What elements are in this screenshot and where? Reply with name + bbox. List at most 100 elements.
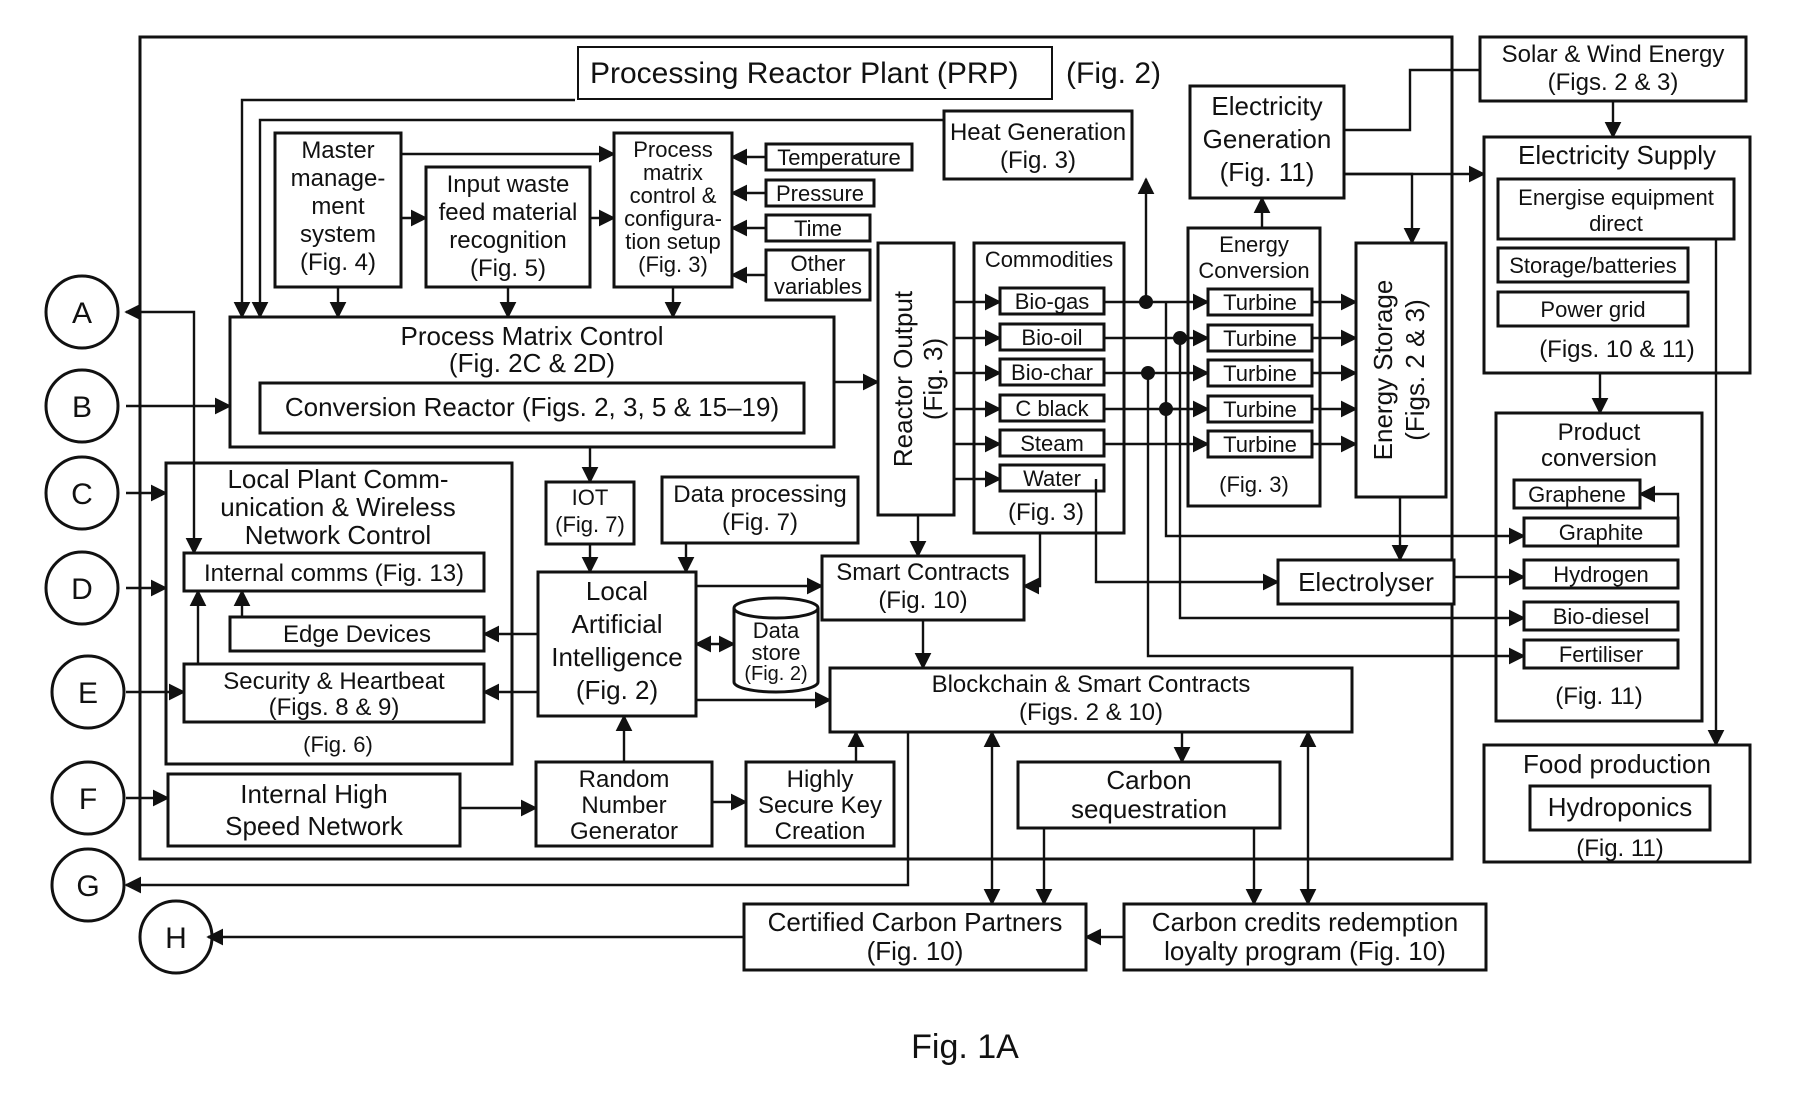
product-item: Graphite <box>1524 518 1678 546</box>
svg-text:(Fig. 3): (Fig. 3) <box>1219 472 1289 497</box>
svg-text:Blockchain & Smart Contracts: Blockchain & Smart Contracts <box>932 671 1251 698</box>
svg-text:Energy: Energy <box>1219 232 1289 257</box>
turbine-label: Turbine <box>1223 326 1297 351</box>
connector-label: H <box>165 922 187 955</box>
product-item: Bio-diesel <box>1524 602 1678 630</box>
product-item: Fertiliser <box>1524 640 1678 668</box>
process-matrix-setup-box: Process matrix control & configura- tion… <box>614 133 732 287</box>
svg-text:system: system <box>300 221 376 248</box>
svg-text:Heat Generation: Heat Generation <box>950 119 1126 146</box>
certified-carbon-partners-box: Certified Carbon Partners (Fig. 10) <box>744 904 1086 970</box>
electricity-generation-box: Electricity Generation (Fig. 11) <box>1190 86 1344 198</box>
connector-label: A <box>72 297 92 330</box>
svg-text:Energise equipment: Energise equipment <box>1518 185 1714 210</box>
connector-d: D <box>46 552 118 624</box>
svg-text:sequestration: sequestration <box>1071 794 1227 824</box>
commodity-item: Water <box>1000 465 1104 491</box>
svg-text:(Fig. 3): (Fig. 3) <box>638 252 708 277</box>
svg-text:(Fig. 2C & 2D): (Fig. 2C & 2D) <box>449 348 615 378</box>
svg-text:store: store <box>752 640 801 665</box>
svg-text:Time: Time <box>794 216 842 241</box>
internal-network-box: Internal High Speed Network <box>168 774 460 846</box>
svg-text:loyalty program (Fig. 10): loyalty program (Fig. 10) <box>1164 936 1446 966</box>
figure-caption: Fig. 1A <box>911 1028 1019 1066</box>
svg-text:Local Plant Comm-: Local Plant Comm- <box>227 464 448 494</box>
random-number-generator-box: Random Number Generator <box>536 762 712 846</box>
commodities-fig: (Fig. 3) <box>1008 499 1084 526</box>
variable-other: Other variables <box>766 250 870 300</box>
product-item: Graphene <box>1514 480 1640 508</box>
svg-text:Random: Random <box>579 766 670 793</box>
svg-text:(Figs. 2 & 3): (Figs. 2 & 3) <box>1400 299 1430 441</box>
connector-label: D <box>71 573 93 606</box>
svg-text:Process: Process <box>633 137 712 162</box>
commodity-label: Bio-char <box>1011 360 1093 385</box>
carbon-sequestration-box: Carbon sequestration <box>1018 762 1280 828</box>
reactor-output-box: Reactor Output (Fig. 3) <box>878 243 954 515</box>
svg-text:Data processing: Data processing <box>673 481 846 508</box>
prp-title-text: Processing Reactor Plant (PRP) <box>590 57 1019 90</box>
blockchain-box: Blockchain & Smart Contracts (Figs. 2 & … <box>830 668 1352 732</box>
svg-text:(Fig. 7): (Fig. 7) <box>555 512 625 537</box>
variable-pressure: Pressure <box>766 180 874 206</box>
svg-text:manage-: manage- <box>291 165 386 192</box>
svg-text:IOT: IOT <box>572 485 609 510</box>
connector-b: B <box>46 370 118 442</box>
product-label: Bio-diesel <box>1553 604 1650 629</box>
variable-time: Time <box>766 215 870 241</box>
svg-text:matrix: matrix <box>643 160 703 185</box>
food-production-box: Food production Hydroponics (Fig. 11) <box>1484 745 1750 862</box>
svg-text:(Fig. 11): (Fig. 11) <box>1576 835 1664 862</box>
svg-text:Hydroponics: Hydroponics <box>1548 792 1693 822</box>
svg-text:(Figs. 8 & 9): (Figs. 8 & 9) <box>269 694 400 721</box>
carbon-credits-box: Carbon credits redemption loyalty progra… <box>1124 904 1486 970</box>
svg-text:Highly: Highly <box>787 766 854 793</box>
svg-text:Network Control: Network Control <box>245 520 431 550</box>
data-processing-box: Data processing (Fig. 7) <box>662 477 858 543</box>
svg-text:tion setup: tion setup <box>625 229 720 254</box>
iot-box: IOT (Fig. 7) <box>546 482 634 544</box>
internal-comms: Internal comms (Fig. 13) <box>204 560 464 587</box>
svg-text:Storage/batteries: Storage/batteries <box>1509 253 1677 278</box>
connector-h: H <box>140 901 212 973</box>
commodity-label: C black <box>1015 396 1089 421</box>
product-label: Graphene <box>1528 482 1626 507</box>
svg-text:(Fig. 10): (Fig. 10) <box>878 587 967 614</box>
input-waste-box: Input waste feed material recognition (F… <box>426 167 590 287</box>
commodity-label: Water <box>1023 466 1081 491</box>
svg-text:Energy Storage: Energy Storage <box>1368 280 1398 461</box>
svg-text:Commodities: Commodities <box>985 247 1113 272</box>
commodity-item: Bio-gas <box>1000 288 1104 314</box>
prp-title: Processing Reactor Plant (PRP) (Fig. 2) <box>578 47 1161 99</box>
svg-text:Electrolyser: Electrolyser <box>1298 567 1434 597</box>
connector-e: E <box>52 656 124 728</box>
svg-text:Power grid: Power grid <box>1540 297 1645 322</box>
smart-contracts-box: Smart Contracts (Fig. 10) <box>822 556 1024 620</box>
svg-text:Carbon: Carbon <box>1106 765 1191 795</box>
svg-text:Creation: Creation <box>775 818 866 845</box>
svg-text:Pressure: Pressure <box>776 181 864 206</box>
commodity-item: Bio-oil <box>1000 324 1104 350</box>
conversion-reactor: Conversion Reactor (Figs. 2, 3, 5 & 15–1… <box>285 392 779 422</box>
connector-label: C <box>71 478 93 511</box>
turbine-label: Turbine <box>1223 361 1297 386</box>
electricity-supply-box: Electricity Supply Energise equipment di… <box>1484 137 1750 373</box>
svg-text:Security & Heartbeat: Security & Heartbeat <box>223 668 445 695</box>
svg-text:Reactor Output: Reactor Output <box>888 290 918 467</box>
turbine-label: Turbine <box>1223 432 1297 457</box>
svg-text:Generator: Generator <box>570 818 678 845</box>
svg-text:(Fig. 6): (Fig. 6) <box>303 732 373 757</box>
svg-text:recognition: recognition <box>449 227 566 254</box>
connector-a: A <box>46 276 118 348</box>
svg-text:Carbon credits redemption: Carbon credits redemption <box>1152 907 1458 937</box>
commodity-label: Bio-gas <box>1015 289 1090 314</box>
product-label: Hydrogen <box>1553 562 1648 587</box>
commodity-item: Steam <box>1000 430 1104 456</box>
svg-text:Generation: Generation <box>1203 124 1332 154</box>
svg-text:(Figs. 10 & 11): (Figs. 10 & 11) <box>1539 336 1695 363</box>
local-plant-comm-box: Local Plant Comm- unication & Wireless N… <box>166 463 512 764</box>
svg-text:conversion: conversion <box>1541 445 1657 472</box>
svg-text:Intelligence: Intelligence <box>551 642 683 672</box>
svg-text:unication & Wireless: unication & Wireless <box>220 492 456 522</box>
svg-text:Speed Network: Speed Network <box>225 811 404 841</box>
